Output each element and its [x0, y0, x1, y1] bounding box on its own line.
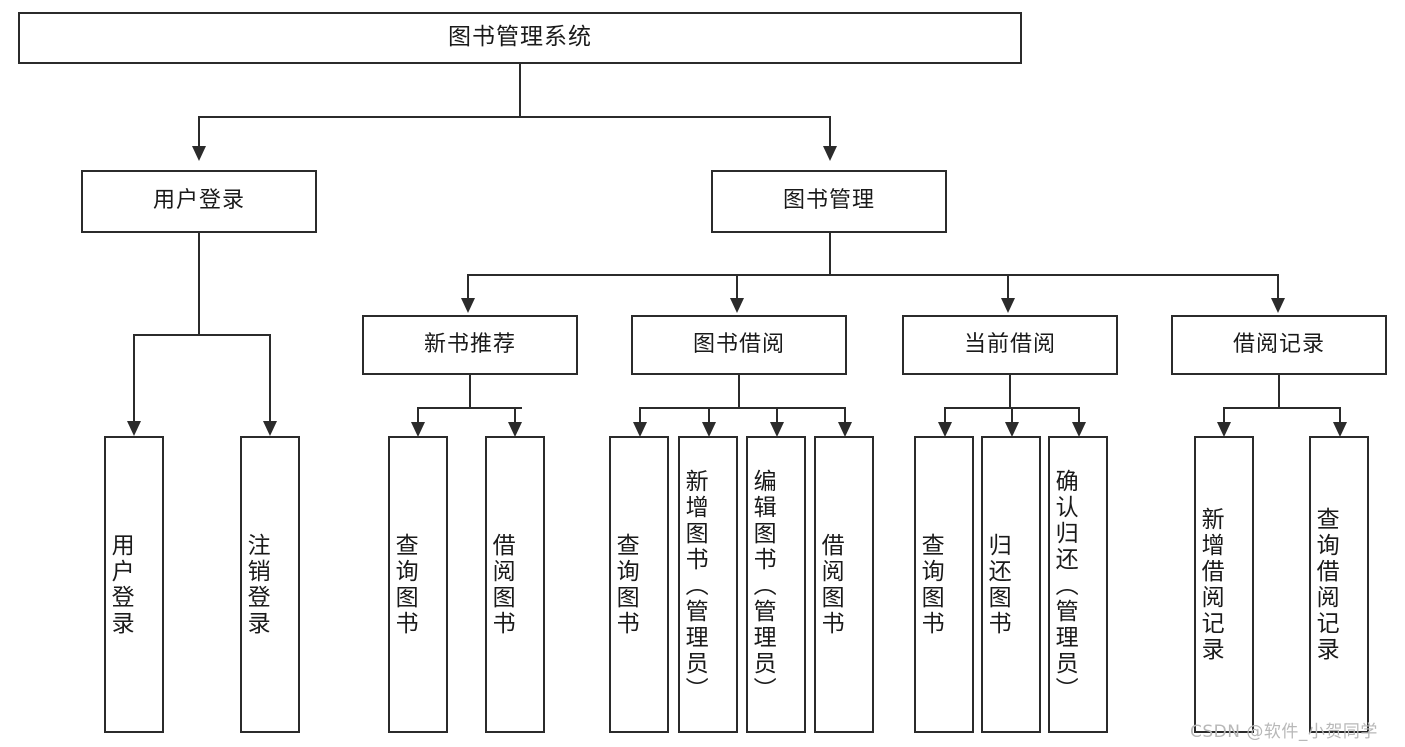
node-book-management[interactable]: 图书管理 — [711, 170, 947, 233]
arrow-to-leaf-query-book-current — [938, 422, 952, 437]
arrow-to-leaf-query-borrow-record — [1333, 422, 1347, 437]
leaf-add-borrow-record-label: 新增借阅记录 — [1197, 506, 1224, 663]
connector-current-borrow-drop-1 — [944, 407, 946, 423]
node-new-book-recommend[interactable]: 新书推荐 — [362, 315, 578, 375]
arrow-to-user-login — [192, 146, 206, 161]
node-book-borrow-label: 图书借阅 — [692, 331, 785, 357]
connector-current-borrow-stem — [1009, 375, 1011, 408]
leaf-borrow-book-label: 借阅图书 — [817, 532, 844, 637]
node-borrow-record-label: 借阅记录 — [1232, 331, 1325, 357]
connector-new-book-stem — [469, 375, 471, 408]
leaf-logout-label: 注销登录 — [243, 532, 270, 637]
connector-current-borrow-drop-2 — [1011, 407, 1013, 423]
leaf-logout[interactable]: 注销登录 — [240, 436, 300, 733]
root-label: 图书管理系统 — [448, 24, 592, 51]
arrow-to-leaf-add-borrow-record — [1217, 422, 1231, 437]
node-new-book-recommend-label: 新书推荐 — [423, 331, 516, 357]
connector-book-borrow-stem — [738, 375, 740, 408]
connector-level3-drop-1 — [467, 274, 469, 299]
leaf-confirm-return-admin[interactable]: 确认归还（管理员） — [1048, 436, 1108, 733]
connector-book-management-stem — [829, 233, 831, 275]
leaf-query-book-current[interactable]: 查询图书 — [914, 436, 974, 733]
connector-new-book-drop-2 — [514, 407, 516, 423]
connector-book-borrow-bus — [639, 407, 846, 409]
arrow-to-leaf-add-book-admin — [702, 422, 716, 437]
connector-borrow-record-stem — [1278, 375, 1280, 408]
arrow-to-leaf-query-book-borrow — [633, 422, 647, 437]
connector-level3-drop-2 — [736, 274, 738, 299]
connector-book-borrow-drop-3 — [776, 407, 778, 423]
connector-book-borrow-drop-1 — [639, 407, 641, 423]
connector-user-login-drop-2 — [269, 334, 271, 422]
connector-user-login-stem — [198, 233, 200, 335]
arrow-to-new-book-recommend — [461, 298, 475, 313]
arrow-to-leaf-return-book — [1005, 422, 1019, 437]
leaf-query-book-borrow[interactable]: 查询图书 — [609, 436, 669, 733]
leaf-query-book-recommend[interactable]: 查询图书 — [388, 436, 448, 733]
root-book-management-system[interactable]: 图书管理系统 — [18, 12, 1022, 64]
connector-level3-drop-3 — [1007, 274, 1009, 299]
leaf-query-book-current-label: 查询图书 — [917, 532, 944, 637]
connector-root-stem — [519, 64, 521, 117]
leaf-borrow-book[interactable]: 借阅图书 — [814, 436, 874, 733]
leaf-user-login[interactable]: 用户登录 — [104, 436, 164, 733]
connector-book-borrow-drop-4 — [844, 407, 846, 423]
arrow-to-leaf-query-book-recommend — [411, 422, 425, 437]
node-book-management-label: 图书管理 — [782, 188, 875, 214]
leaf-query-book-borrow-label: 查询图书 — [612, 532, 639, 637]
leaf-borrow-book-recommend-label: 借阅图书 — [488, 532, 515, 637]
leaf-add-book-admin-label: 新增图书（管理员） — [681, 468, 708, 703]
connector-new-book-drop-1 — [417, 407, 419, 423]
connector-borrow-record-bus — [1223, 407, 1340, 409]
connector-level2-drop-left — [198, 116, 200, 146]
leaf-confirm-return-admin-label: 确认归还（管理员） — [1051, 468, 1078, 703]
leaf-add-borrow-record[interactable]: 新增借阅记录 — [1194, 436, 1254, 733]
leaf-edit-book-admin[interactable]: 编辑图书（管理员） — [746, 436, 806, 733]
connector-new-book-bus — [417, 407, 522, 409]
connector-user-login-drop-1 — [133, 334, 135, 422]
connector-user-login-bus — [133, 334, 270, 336]
connector-level2-bus — [198, 116, 831, 118]
arrow-to-book-management — [823, 146, 837, 161]
connector-level2-drop-right — [829, 116, 831, 146]
leaf-query-borrow-record-label: 查询借阅记录 — [1312, 506, 1339, 663]
connector-borrow-record-drop-2 — [1339, 407, 1341, 423]
node-current-borrow-label: 当前借阅 — [963, 331, 1056, 357]
leaf-query-borrow-record[interactable]: 查询借阅记录 — [1309, 436, 1369, 733]
leaf-add-book-admin[interactable]: 新增图书（管理员） — [678, 436, 738, 733]
csdn-watermark: CSDN @软件_小贺同学 — [1190, 722, 1378, 742]
leaf-user-login-label: 用户登录 — [107, 532, 134, 637]
arrow-to-leaf-borrow-book-recommend — [508, 422, 522, 437]
leaf-edit-book-admin-label: 编辑图书（管理员） — [749, 468, 776, 703]
node-book-borrow[interactable]: 图书借阅 — [631, 315, 847, 375]
connector-borrow-record-drop-1 — [1223, 407, 1225, 423]
node-user-login[interactable]: 用户登录 — [81, 170, 317, 233]
connector-book-borrow-drop-2 — [708, 407, 710, 423]
arrow-to-leaf-borrow-book — [838, 422, 852, 437]
arrow-to-leaf-logout — [263, 421, 277, 436]
arrow-to-current-borrow — [1001, 298, 1015, 313]
arrow-to-leaf-user-login — [127, 421, 141, 436]
leaf-borrow-book-recommend[interactable]: 借阅图书 — [485, 436, 545, 733]
node-current-borrow[interactable]: 当前借阅 — [902, 315, 1118, 375]
arrow-to-leaf-edit-book-admin — [770, 422, 784, 437]
leaf-return-book-label: 归还图书 — [984, 532, 1011, 637]
leaf-return-book[interactable]: 归还图书 — [981, 436, 1041, 733]
connector-current-borrow-drop-3 — [1078, 407, 1080, 423]
arrow-to-leaf-confirm-return-admin — [1072, 422, 1086, 437]
connector-level3-bus — [467, 274, 1279, 276]
arrow-to-book-borrow — [730, 298, 744, 313]
arrow-to-borrow-record — [1271, 298, 1285, 313]
connector-level3-drop-4 — [1277, 274, 1279, 299]
node-user-login-label: 用户登录 — [152, 188, 245, 214]
node-borrow-record[interactable]: 借阅记录 — [1171, 315, 1387, 375]
leaf-query-book-recommend-label: 查询图书 — [391, 532, 418, 637]
